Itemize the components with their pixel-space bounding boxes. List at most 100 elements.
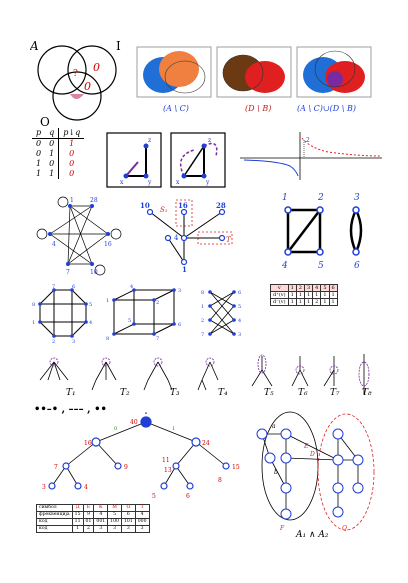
deg-cell: 5 (320, 284, 330, 292)
digraph-tree-label: T (226, 236, 232, 244)
graph-box-2: z x y (170, 132, 226, 188)
huffman-right: 24 (202, 440, 210, 447)
code-cell: фреквенција (36, 511, 73, 519)
bipartite-label: 2 (201, 318, 204, 324)
bipartite-label: 6 (238, 290, 241, 296)
venn-label-i: I (116, 39, 121, 53)
cube-label: 2 (156, 300, 159, 306)
venn-small-caption-3: (A \ C)∪(D \ B) (297, 104, 356, 113)
digraph-tree-label: 4 (174, 234, 179, 242)
code-cell: симбол (36, 504, 73, 512)
truth-cell: 0 (49, 159, 55, 168)
truth-header-q: q (49, 128, 55, 137)
graph-box1-x: x (120, 179, 124, 186)
venn-small-caption-2: (D \ B) (245, 104, 271, 113)
bipartite-label: 8 (201, 290, 204, 296)
deg-cell: 4 (312, 284, 322, 292)
venn-zero1: 0 (93, 61, 100, 74)
bipartite-label: 7 (201, 332, 204, 338)
bipartite-label: 1 (201, 304, 204, 310)
deg-cell: 1 (295, 298, 305, 306)
digraph-circle-label: 16 (104, 241, 112, 248)
digraph-circle-label: 28 (90, 197, 98, 204)
graph-box-1: z x y (106, 132, 162, 188)
venn-small-caption-1: (A \ C) (163, 104, 189, 113)
code-cell: код (36, 525, 73, 533)
code-cell: 101 (120, 518, 136, 526)
truth-cell: 1 (58, 138, 85, 149)
octagon-label: 1 (32, 320, 35, 326)
venn-small-2 (216, 46, 292, 98)
code-cell: Т (134, 504, 150, 512)
tree-label-t5: T₅ (264, 388, 274, 398)
digraph-tree-label: S₁ (160, 206, 168, 214)
venn-label-o: O (40, 115, 50, 128)
huffman-root: 40 (130, 419, 138, 426)
huffman-tree: T 40 16 24 7 9 11 13 3 4 5 6 8 15 0 1 (42, 412, 240, 500)
tree-label-t4: T₄ (218, 388, 228, 398)
huffman-node: 9 (124, 464, 128, 471)
bipartite-label: 4 (238, 318, 241, 324)
huffman-node: 15 (232, 464, 240, 471)
code-cell: 001 (93, 518, 109, 526)
digraph-circle: 1 28 16 10 7 4 (36, 196, 122, 276)
code-cell: 3 (134, 525, 150, 533)
deg-cell: d⁻(v) (270, 298, 289, 306)
huffman-node: 8 (218, 477, 222, 484)
truth-cell: 1 (36, 159, 42, 168)
deg-cell: 1 (312, 291, 322, 299)
automaton-label-b: b (274, 469, 278, 476)
cube-label: 1 (106, 298, 109, 304)
octagon-label: 5 (89, 302, 92, 308)
huffman-node: 6 (186, 493, 190, 500)
code-cell: 15 (71, 511, 84, 519)
function-plot: 2 (240, 132, 382, 180)
tree-label-t3: T₃ (170, 388, 180, 398)
graph-box2-z: z (208, 137, 211, 144)
huffman-bit: 0 (114, 426, 117, 432)
code-cell: 5 (107, 511, 122, 519)
automaton-label-e: E (303, 443, 309, 450)
deg-cell: v (270, 284, 289, 292)
deg-cell: 1 (320, 298, 330, 306)
tree-label-t2: T₂ (120, 388, 130, 398)
code-cell: 3 (120, 525, 136, 533)
digraph-sq-label: 4 (281, 261, 288, 271)
deg-cell: d⁺(v) (270, 291, 289, 299)
code-cell: 2 (82, 525, 95, 533)
digraph-sq-label: 3 (354, 193, 360, 203)
octagon-label: 2 (52, 339, 55, 344)
bipartite-label: 5 (238, 304, 241, 310)
code-cell: Е (82, 504, 95, 512)
digraph-tree: 10 16 28 S₁ 4 T 1 (140, 199, 233, 274)
code-cell: 000 (134, 518, 150, 526)
code-cell: М (107, 504, 122, 512)
venn-q: ? (73, 69, 78, 79)
octagon-label: 4 (89, 320, 92, 326)
venn-small-row: (A \ C) (D \ B) (A \ C)∪(D \ B) (136, 46, 372, 113)
deg-cell: 1 (295, 291, 305, 299)
cube-label: 6 (178, 322, 181, 328)
deg-cell: 2 (295, 284, 305, 292)
cube-label: 7 (156, 336, 159, 342)
digraph-sq-label: 2 (317, 193, 324, 203)
octagon-label: 6 (72, 284, 75, 290)
automaton-label-f: F (279, 525, 285, 532)
deg-cell: 1 (287, 298, 297, 306)
deg-cell: 1 (320, 291, 330, 299)
graph-box2-x: x (176, 179, 180, 186)
digraph-circle-label: 10 (90, 269, 98, 276)
truth-cell: 1 (49, 169, 55, 178)
digraph-circle-label: 1 (70, 197, 74, 204)
deg-cell: 2 (312, 298, 322, 306)
huffman-bit: 1 (172, 426, 175, 432)
digraph-tree-label: 10 (140, 201, 150, 210)
code-cell: 3 (93, 525, 109, 533)
deg-cell: 1 (303, 291, 314, 299)
digraph-sq-label: 1 (282, 193, 288, 203)
code-cell: 100 (107, 518, 122, 526)
venn-label-a: A (30, 39, 39, 53)
automaton-label-a: a (272, 423, 276, 430)
digraph-tree-label: 1 (182, 265, 187, 274)
